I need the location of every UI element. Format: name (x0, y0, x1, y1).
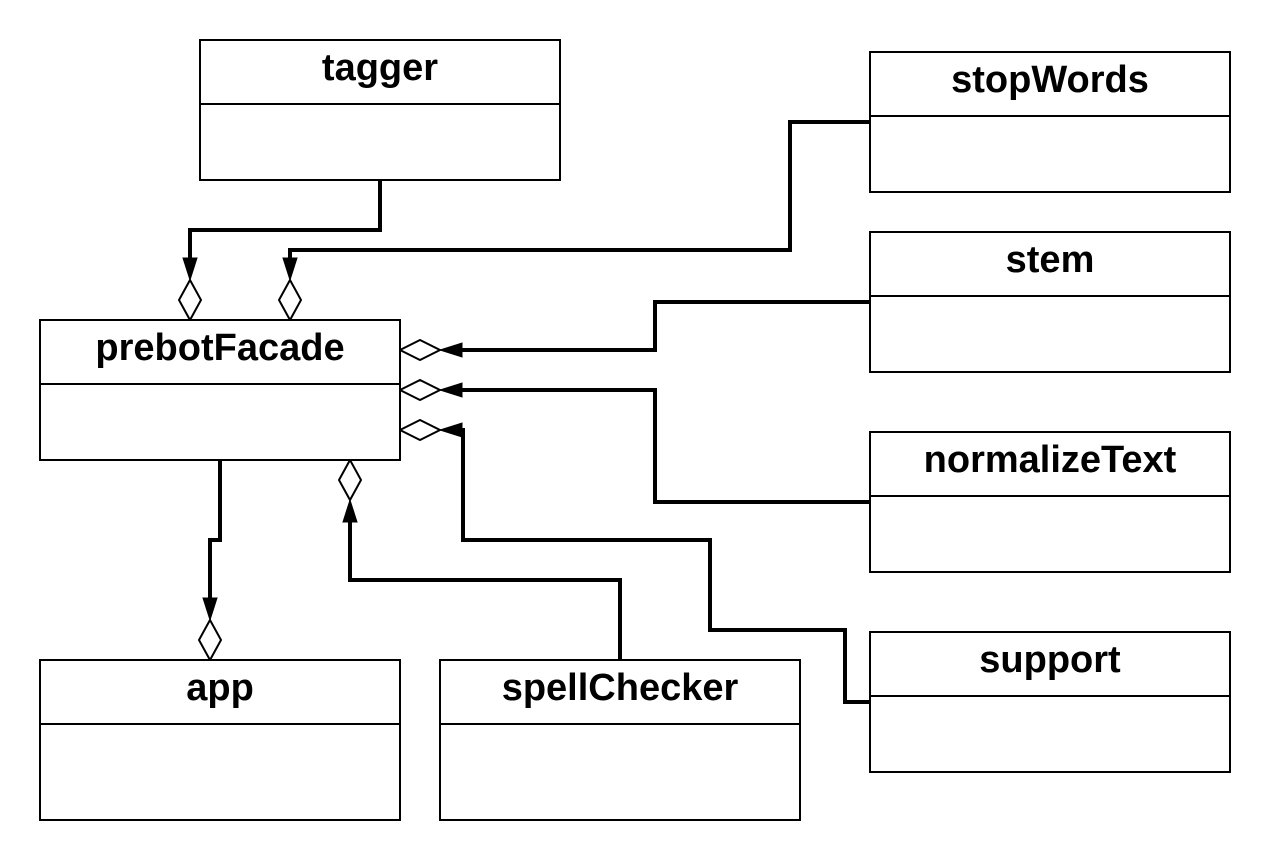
class-name-stopwords: stopWords (951, 59, 1149, 101)
relation-stopwords-prebotfacade (277, 120, 870, 323)
class-name-normalizetext: normalizeText (924, 439, 1177, 481)
class-name-spellchecker: spellChecker (502, 667, 739, 709)
class-prebotfacade: prebotFacade (39, 319, 401, 461)
class-spellchecker: spellChecker (439, 659, 801, 821)
relation-support-prebotfacade (397, 418, 870, 704)
class-name-app: app (186, 667, 254, 709)
class-tagger: tagger (199, 39, 561, 181)
relation-prebotfacade-app (197, 460, 223, 663)
class-app: app (39, 659, 401, 821)
relation-normalizetext-prebotfacade (397, 378, 870, 504)
class-name-tagger: tagger (322, 47, 438, 89)
relation-spellchecker-prebotfacade (337, 457, 622, 660)
class-support: support (869, 631, 1231, 773)
class-name-stem: stem (1006, 239, 1095, 281)
class-stopwords: stopWords (869, 51, 1231, 193)
class-name-support: support (979, 639, 1121, 681)
class-normalizetext: normalizeText (869, 431, 1231, 573)
class-stem: stem (869, 231, 1231, 373)
relation-stem-prebotfacade (397, 300, 870, 362)
class-name-prebotfacade: prebotFacade (95, 327, 344, 369)
